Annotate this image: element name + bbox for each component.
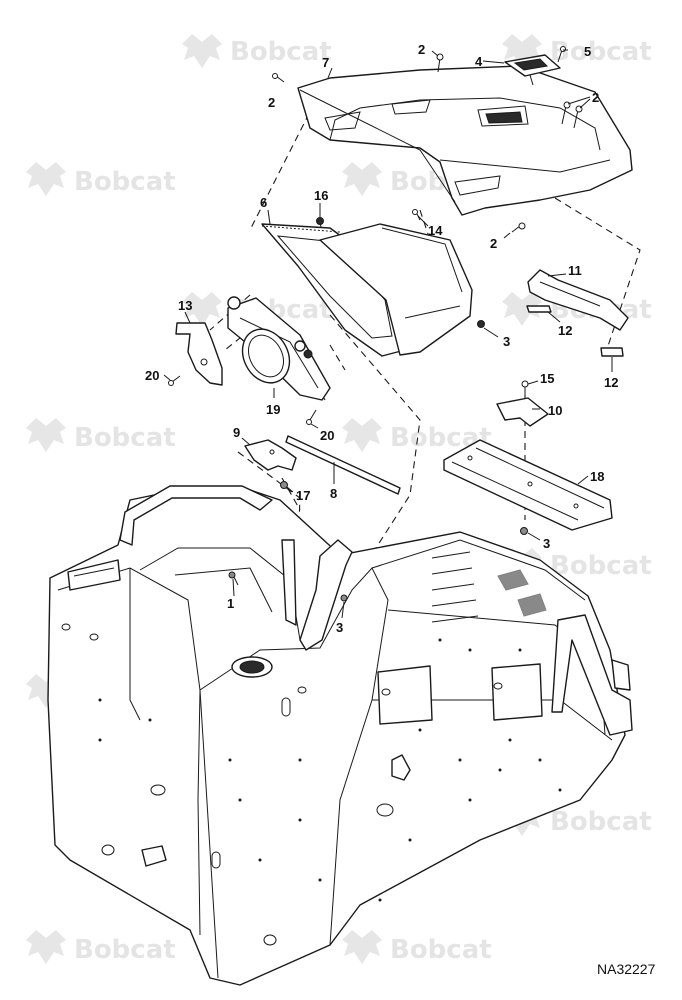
callout-label: 2 bbox=[268, 95, 275, 110]
callout-label: 19 bbox=[266, 402, 280, 417]
callout-label: 17 bbox=[296, 488, 310, 503]
callout-label: 6 bbox=[260, 195, 267, 210]
bracket-part-13 bbox=[168, 322, 223, 386]
callout-label: 9 bbox=[233, 425, 240, 440]
callout-label: 5 bbox=[584, 44, 591, 59]
bracket-part-9 bbox=[244, 439, 297, 471]
plate-part-18 bbox=[443, 439, 613, 535]
leader-lines bbox=[163, 49, 613, 619]
callout-label: 13 bbox=[178, 298, 192, 313]
cover-panel-part-7 bbox=[297, 65, 633, 216]
watermark-text: Bobcat bbox=[74, 167, 176, 197]
screw-fasteners bbox=[272, 46, 583, 233]
callout-label: 16 bbox=[314, 188, 328, 203]
main-frame bbox=[47, 485, 633, 986]
drawing-number: NA32227 bbox=[597, 961, 656, 977]
watermark-text: Bobcat bbox=[550, 551, 652, 581]
pad-part-12 bbox=[600, 347, 624, 357]
rod-part-8 bbox=[285, 435, 401, 495]
latch-part-4 bbox=[504, 54, 561, 86]
pad-part-12 bbox=[526, 305, 552, 313]
callout-label: 3 bbox=[543, 536, 550, 551]
callout-label: 20 bbox=[320, 428, 334, 443]
callout-label: 2 bbox=[592, 90, 599, 105]
callout-label: 8 bbox=[330, 486, 337, 501]
bracket-part-10 bbox=[496, 380, 549, 427]
duct-part-14 bbox=[319, 223, 473, 356]
callout-label: 11 bbox=[568, 263, 582, 278]
callout-label: 12 bbox=[558, 323, 572, 338]
callout-label: 1 bbox=[227, 596, 234, 611]
watermark-text: Bobcat bbox=[74, 423, 176, 453]
callout-label: 12 bbox=[604, 375, 618, 390]
callout-label: 3 bbox=[336, 620, 343, 635]
callout-label: 15 bbox=[540, 371, 554, 386]
watermark-text: Bobcat bbox=[230, 37, 332, 67]
callout-label: 2 bbox=[418, 42, 425, 57]
callout-label: 20 bbox=[145, 368, 159, 383]
radiator-part-19 bbox=[227, 296, 331, 401]
callout-labels: 2 2 2 2 3 3 3 4 5 6 7 8 9 10 11 12 12 13… bbox=[145, 42, 618, 635]
callout-label: 7 bbox=[322, 55, 329, 70]
callout-label: 2 bbox=[490, 236, 497, 251]
callout-label: 4 bbox=[475, 54, 483, 69]
callout-label: 10 bbox=[548, 403, 562, 418]
callout-label: 18 bbox=[590, 469, 604, 484]
frame-dots bbox=[98, 638, 562, 902]
callout-label: 14 bbox=[428, 223, 443, 238]
callout-label: 3 bbox=[503, 334, 510, 349]
nut-part-17 bbox=[280, 481, 288, 489]
watermark-text: Bobcat bbox=[74, 935, 176, 965]
watermark-text: Bobcat bbox=[390, 935, 492, 965]
screw-part-20 bbox=[306, 320, 485, 425]
watermark-text: Bobcat bbox=[550, 807, 652, 837]
bracket-part-11 bbox=[526, 269, 629, 357]
watermark-text: Bobcat bbox=[550, 37, 652, 67]
